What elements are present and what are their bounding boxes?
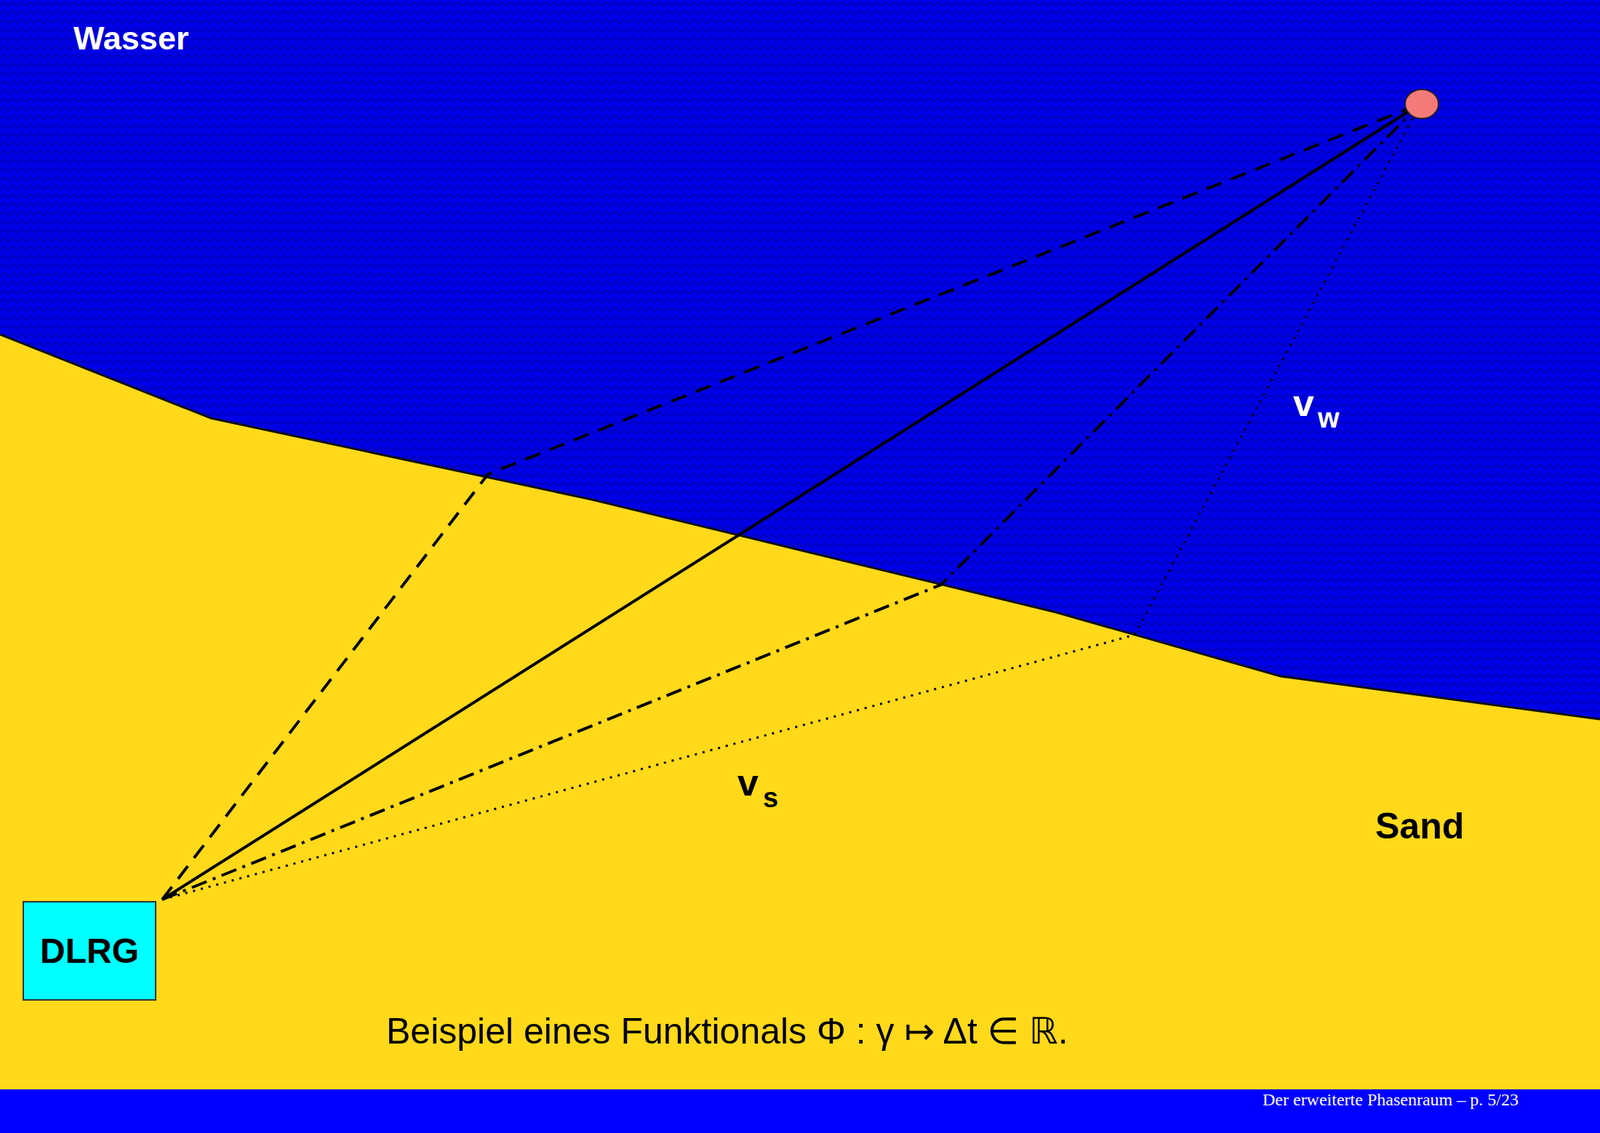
swimmer-blob [1405, 89, 1439, 119]
region-label: Wasser [73, 21, 189, 55]
speed-symbol: v [1293, 384, 1315, 422]
path-dotted [162, 104, 1421, 900]
speed-symbol: v [737, 763, 759, 802]
water-region [0, 0, 1600, 720]
footer-text: Der erweiterte Phasenraum – p. 5/23 [1262, 1090, 1519, 1109]
speed-subscript: s [762, 784, 779, 812]
path-solid [162, 104, 1421, 900]
path-dashed [162, 104, 1421, 900]
rescue-station-box: DLRG [22, 901, 157, 1001]
region-label: Sand [1375, 808, 1464, 845]
node-label: DLRG [40, 930, 139, 971]
footer-bar [0, 1089, 1600, 1133]
shoreline [0, 334, 1600, 720]
slide-caption: Beispiel eines Funktionals Φ : γ ↦ Δt ∈ … [386, 1013, 1069, 1050]
path-dashdot [162, 104, 1421, 900]
speed-subscript: w [1317, 404, 1340, 432]
